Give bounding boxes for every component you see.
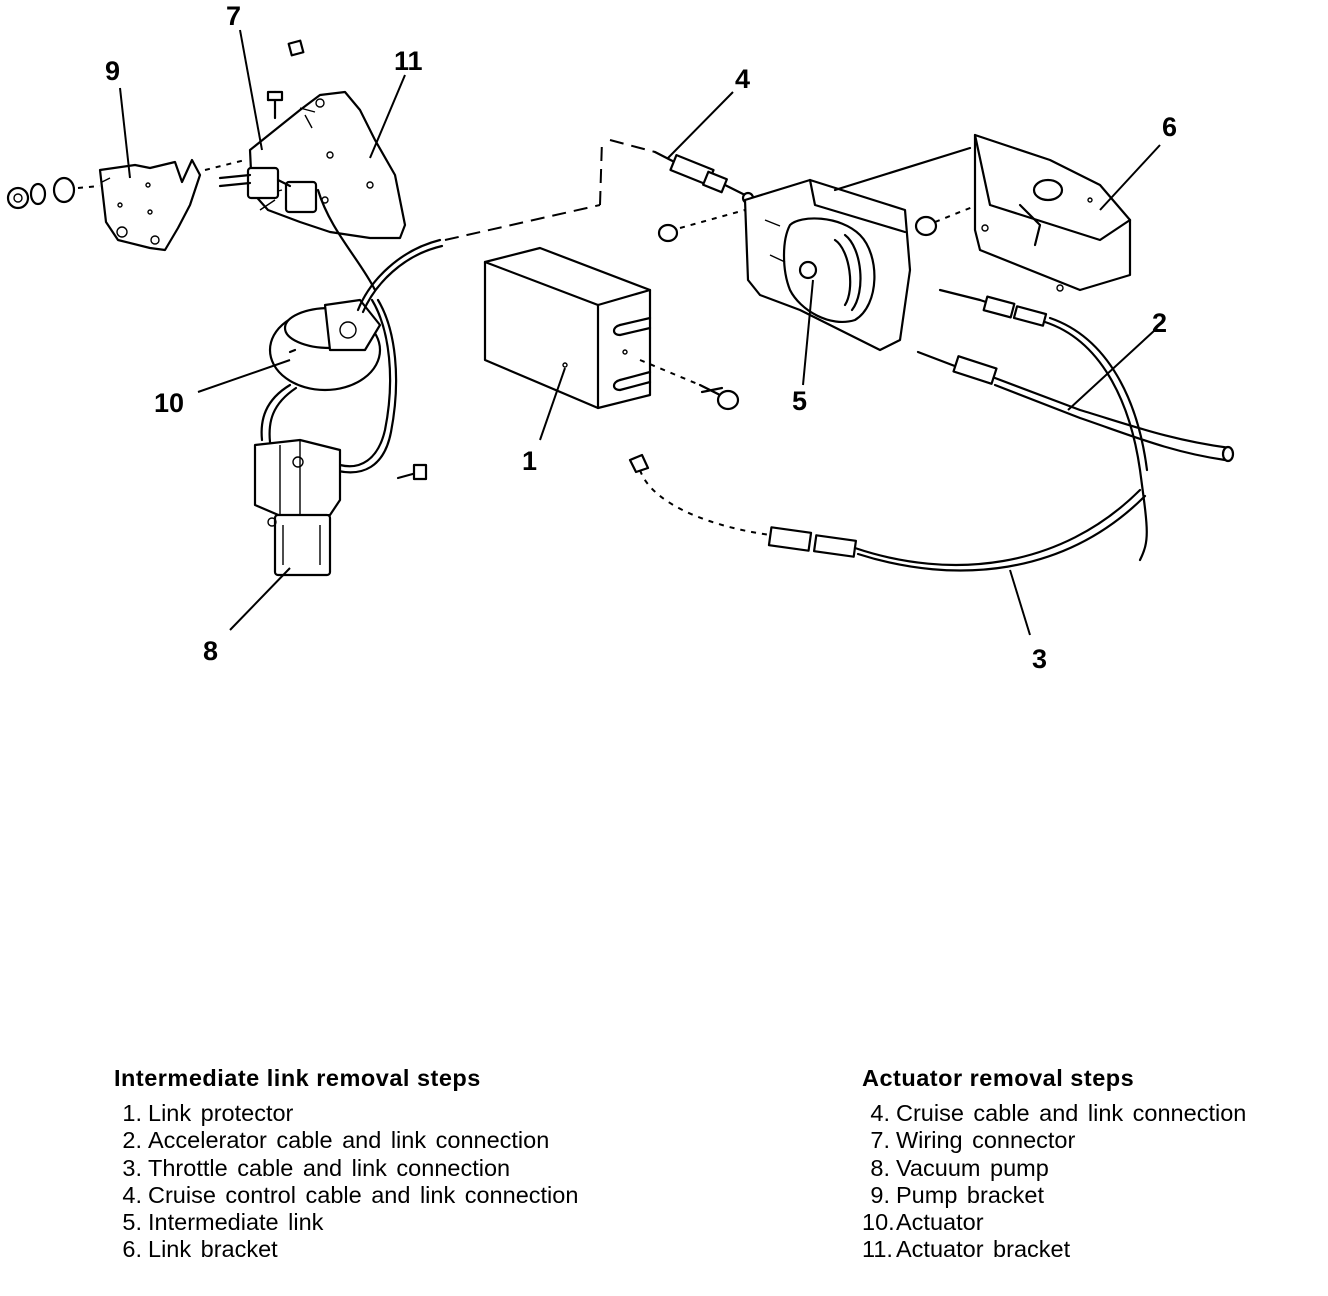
list-item: 7.Wiring connector [862, 1127, 1328, 1154]
list-item: 3.Throttle cable and link connection [114, 1155, 614, 1182]
actuator [268, 298, 382, 392]
intermediate-link [743, 146, 972, 352]
link-bracket [973, 133, 1132, 292]
step-text: Link bracket [148, 1236, 278, 1263]
list-item: 10.Actuator [862, 1209, 1328, 1236]
step-number: 10. [862, 1209, 895, 1236]
exploded-parts-diagram: 1 2 3 4 5 6 7 8 9 10 11 [6, 1, 1235, 674]
callout-6: 6 [1162, 112, 1177, 142]
step-number: 6. [122, 1236, 142, 1263]
list-item: 1.Link protector [114, 1100, 614, 1127]
callout-1: 1 [522, 446, 537, 476]
actuator-steps-list: 4.Cruise cable and link connection 7.Wir… [862, 1100, 1328, 1263]
list-item: 9.Pump bracket [862, 1182, 1328, 1209]
step-text: Cruise control cable and link connection [148, 1181, 579, 1208]
step-number: 4. [122, 1181, 142, 1208]
step-text: Accelerator cable and link connection [148, 1127, 550, 1154]
list-item: 2.Accelerator cable and link connection [114, 1127, 614, 1154]
intermediate-steps-title: Intermediate link removal steps [114, 1065, 481, 1091]
callout-9: 9 [105, 56, 120, 86]
list-item: 11.Actuator bracket [862, 1236, 1328, 1263]
pump-bracket [98, 158, 202, 252]
callout-11: 11 [394, 46, 423, 76]
step-number: 11. [862, 1236, 893, 1263]
list-item: 8.Vacuum pump [862, 1155, 1328, 1182]
step-number: 5. [122, 1209, 142, 1236]
step-text: Cruise cable and link connection [896, 1100, 1247, 1127]
callout-4: 4 [735, 64, 750, 94]
step-number: 9. [870, 1181, 890, 1208]
step-number: 7. [870, 1127, 890, 1154]
step-number: 4. [870, 1100, 890, 1127]
list-item: 4.Cruise control cable and link connecti… [114, 1182, 614, 1209]
throttle-cable [628, 453, 1147, 572]
throttle-cable-upper [916, 350, 1235, 463]
actuator-steps-title: Actuator removal steps [862, 1065, 1135, 1091]
callout-2: 2 [1152, 308, 1167, 338]
callout-leaders [119, 29, 1161, 636]
cruise-control-cable [653, 150, 755, 205]
protector-bolt [639, 359, 740, 411]
list-item: 4.Cruise cable and link connection [862, 1100, 1328, 1127]
step-text: Link protector [148, 1100, 294, 1127]
wiring-connector [218, 166, 318, 214]
nut-washer-set [6, 176, 101, 210]
actuator-removal-steps: Actuator removal steps 4.Cruise cable an… [862, 1065, 1328, 1263]
step-text: Intermediate link [148, 1209, 324, 1236]
step-text: Vacuum pump [896, 1154, 1049, 1181]
step-number: 8. [870, 1154, 890, 1181]
link-nut [657, 209, 746, 243]
link-protector [483, 246, 652, 410]
callout-3: 3 [1032, 644, 1047, 674]
list-item: 5.Intermediate link [114, 1209, 614, 1236]
callout-7: 7 [226, 1, 241, 31]
vacuum-pump [253, 438, 342, 577]
intermediate-steps-list: 1.Link protector 2.Accelerator cable and… [114, 1100, 614, 1263]
step-number: 2. [122, 1127, 142, 1154]
bolt-set [204, 39, 316, 171]
step-text: Wiring connector [896, 1127, 1076, 1154]
list-item: 6.Link bracket [114, 1236, 614, 1263]
callout-8: 8 [203, 636, 218, 666]
step-text: Throttle cable and link connection [148, 1154, 511, 1181]
step-number: 1. [122, 1100, 142, 1127]
step-text: Actuator bracket [896, 1236, 1071, 1263]
screw [396, 463, 428, 481]
callout-10: 10 [154, 388, 184, 418]
step-number: 3. [122, 1154, 142, 1181]
accelerator-cable [938, 288, 1149, 562]
intermediate-link-removal-steps: Intermediate link removal steps 1.Link p… [114, 1065, 614, 1263]
step-text: Pump bracket [896, 1181, 1044, 1208]
callout-5: 5 [792, 386, 807, 416]
step-text: Actuator [896, 1209, 984, 1236]
